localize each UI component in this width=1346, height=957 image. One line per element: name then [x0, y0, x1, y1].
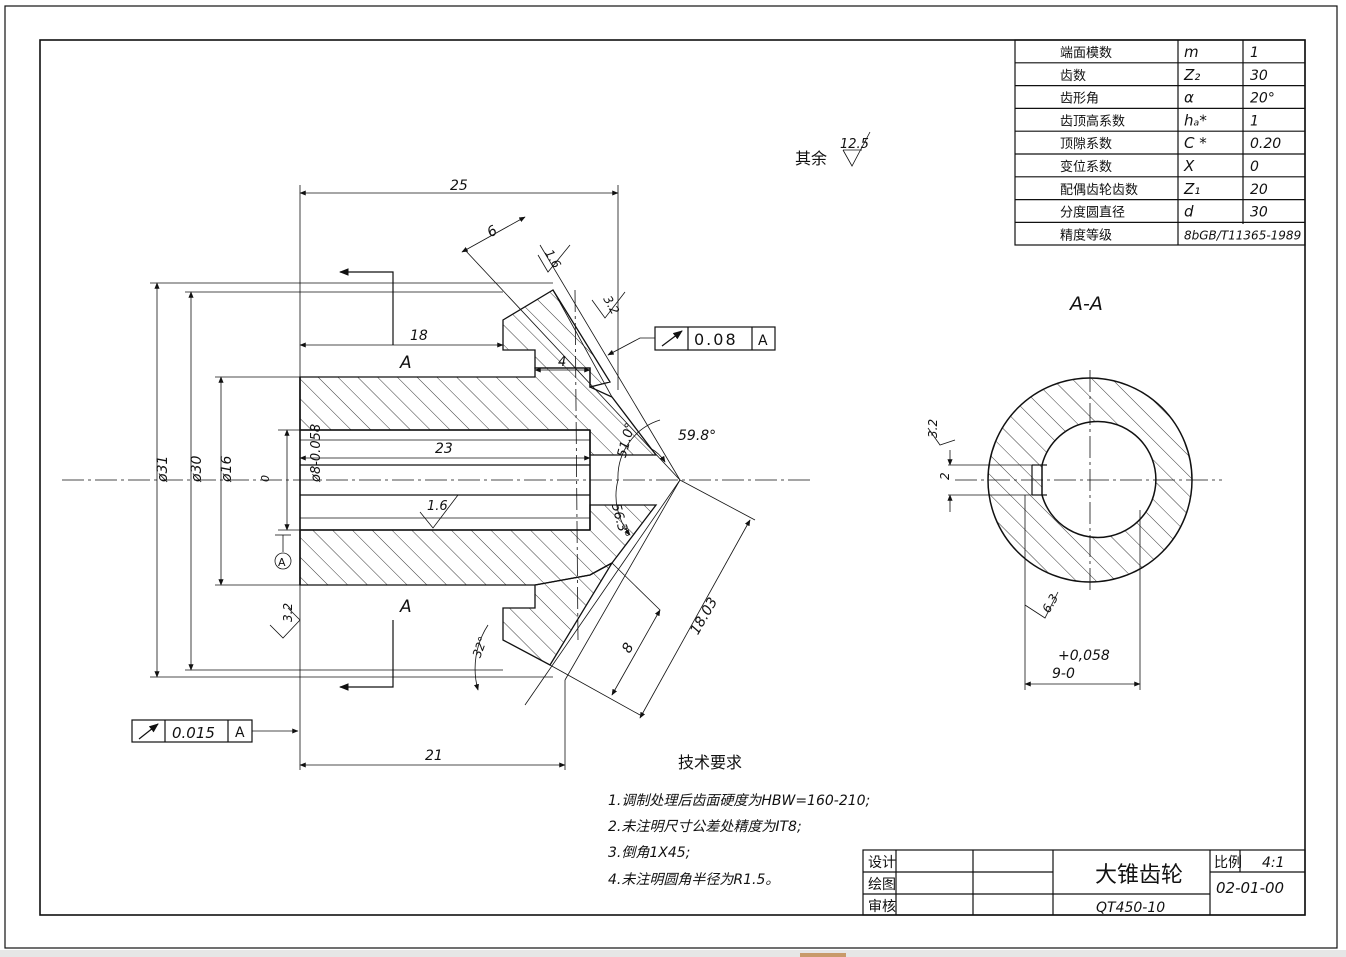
datum-label: A [278, 556, 286, 569]
outer-frame [4, 5, 1338, 949]
dim-phi16: ø16 [219, 456, 235, 483]
dim-phi30: ø30 [189, 456, 205, 483]
param-symbol: C * [1184, 134, 1207, 152]
sec-dim-6-3: 6.3 [1040, 592, 1062, 616]
param-value: 1 [1250, 45, 1259, 61]
param-value: 1 [1250, 113, 1259, 129]
param-symbol: Z₂ [1183, 66, 1200, 84]
tb-review: 审核 [868, 899, 896, 915]
dim-4: 4 [558, 355, 566, 370]
sec-dim-3-2: 3.2 [926, 419, 940, 438]
dim-3-2-left: 3.2 [281, 603, 295, 622]
tech-note-3: 3.倒角1X45; [608, 845, 690, 861]
dim-18-03: 18.03 [687, 595, 721, 638]
title-block: 设计 绘图 审核 大锥齿轮 QT450-10 比例 4:1 02-01-00 [862, 849, 1306, 916]
dim-21: 21 [425, 748, 443, 764]
bottom-bar [0, 950, 1346, 957]
section-label-bottom: A [399, 597, 412, 617]
param-value: 20 [1250, 182, 1268, 198]
section-aa-title: A-A [1068, 293, 1103, 315]
param-value: 20° [1250, 91, 1275, 107]
param-symbol: α [1184, 89, 1194, 107]
tech-note-4: 4.未注明圆角半径为R1.5。 [608, 872, 779, 888]
param-symbol: Z₁ [1183, 180, 1200, 198]
dim-phi8-upper: 0 [259, 475, 272, 482]
param-name: 变位系数 [1060, 159, 1112, 175]
tb-draw: 绘图 [868, 877, 896, 893]
hatch-tooth-lower [502, 561, 614, 666]
param-value: 30 [1250, 205, 1268, 221]
param-name: 精度等级 [1060, 227, 1112, 243]
tol-left-datum: A [235, 725, 245, 741]
section-aa: A-A 3.2 2 6.3 +0,058 9-0 [926, 293, 1222, 690]
param-value: 0 [1250, 159, 1259, 175]
roughness-rest-value: 12.5 [840, 137, 869, 152]
param-symbol: d [1184, 203, 1194, 221]
param-name: 齿数 [1060, 69, 1086, 84]
tol-top-datum: A [758, 333, 768, 349]
roughness-rest-label: 其余 [795, 149, 827, 168]
tb-scale: 4:1 [1262, 855, 1285, 871]
dim-8: 8 [619, 640, 637, 656]
dim-phi31: ø31 [155, 456, 171, 483]
tech-notes: 技术要求 1.调制处理后齿面硬度为HBW=160-210; 2.未注明尺寸公差处… [608, 753, 870, 888]
dim-1-6-bore: 1.6 [427, 499, 448, 514]
tb-name: 大锥齿轮 [1095, 863, 1183, 888]
dim-25: 25 [450, 178, 468, 194]
tb-code: 02-01-00 [1216, 879, 1284, 897]
sec-dim-base: 9-0 [1052, 666, 1075, 682]
param-name: 端面模数 [1060, 46, 1112, 61]
param-value: 0.20 [1250, 136, 1281, 152]
tech-note-1: 1.调制处理后齿面硬度为HBW=160-210; [608, 793, 870, 809]
param-symbol: hₐ* [1184, 111, 1207, 129]
param-symbol: 8bGB/T11365-1989 [1184, 228, 1301, 242]
tb-design: 设计 [868, 855, 896, 871]
dim-23: 23 [435, 441, 453, 457]
tol-left-value: 0.015 [172, 724, 215, 742]
section-label-top: A [399, 353, 412, 373]
tb-scale-label: 比例 [1214, 855, 1242, 871]
tolerance-frame-top: 0.08 A [607, 326, 776, 356]
dim-18: 18 [410, 328, 428, 344]
dim-3-2-top: 3.2 [600, 293, 622, 317]
main-view: 0.08 A 0.015 A 25 6 1.6 3.2 18 4 23 ø31 … [62, 178, 812, 770]
dim-59-8: 59.8° [678, 428, 716, 444]
param-name: 分度圆直径 [1060, 205, 1125, 221]
sec-dim-2: 2 [938, 472, 952, 480]
dim-phi8: ø8-0.058 [309, 424, 324, 483]
param-value: 30 [1250, 68, 1268, 84]
inner-frame [39, 39, 1306, 916]
param-name: 顶隙系数 [1060, 137, 1112, 152]
param-symbol: X [1183, 157, 1195, 175]
tb-material: QT450-10 [1096, 900, 1165, 916]
param-name: 齿形角 [1060, 92, 1099, 107]
param-name: 配偶齿轮齿数 [1060, 183, 1138, 198]
param-name: 齿顶高系数 [1060, 113, 1125, 129]
tol-top-value: 0.08 [694, 330, 738, 349]
tech-note-2: 2.未注明尺寸公差处精度为IT8; [608, 819, 802, 835]
sec-dim-tol: +0,058 [1058, 648, 1110, 664]
roughness-rest: 其余 12.5 [795, 131, 871, 168]
dim-32deg: 32° [470, 635, 490, 660]
param-symbol: m [1184, 43, 1199, 61]
param-table: 端面模数 m 1 齿数 Z₂ 30 齿形角 α 20° 齿顶高系数 hₐ* 1 顶隙系数 C * 0.20 变… [1014, 39, 1306, 246]
tech-title: 技术要求 [678, 753, 742, 772]
tolerance-frame-left: 0.015 A [131, 719, 299, 743]
